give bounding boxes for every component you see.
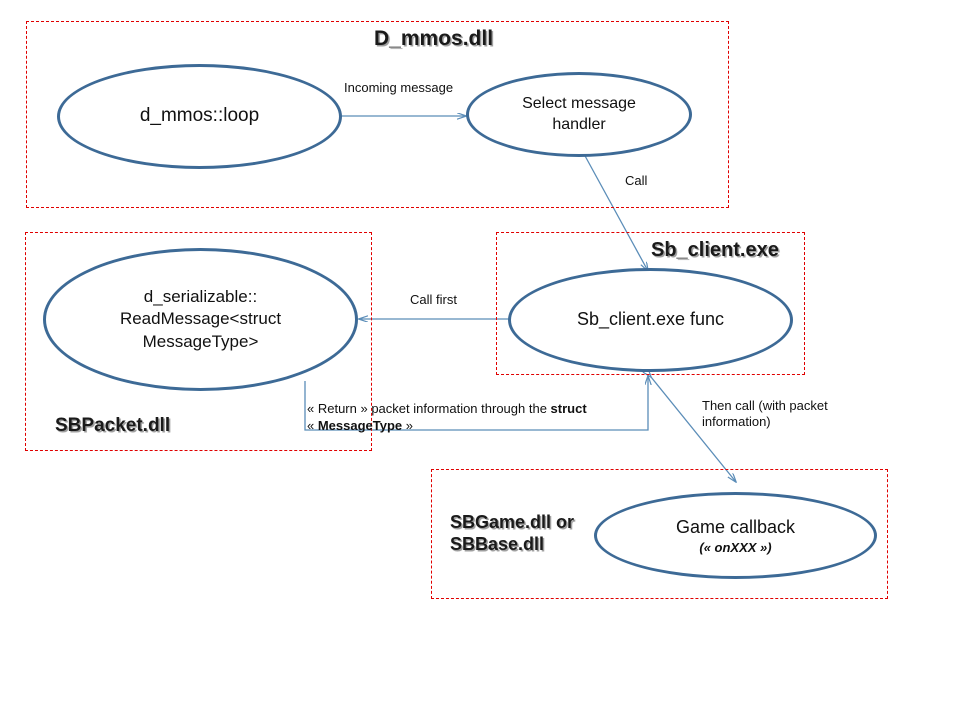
node-label-game-callback: Game callback (675, 516, 796, 537)
return-label-part3: » (402, 417, 413, 433)
module-box-sbgame (431, 469, 888, 599)
edge-label-call-first: Call first (410, 292, 457, 307)
edge-label-call: Call (625, 173, 648, 188)
module-box-sbpacket (25, 232, 372, 451)
module-title-sbgame: SBGame.dll or SBBase.dll (450, 512, 575, 554)
node-label-select-message-handler: Select message handler (522, 94, 636, 133)
module-title-d-mmos: D_mmos.dll (374, 27, 494, 50)
return-label-part1: « Return » packet information through th… (307, 401, 551, 417)
node-game-callback[interactable]: Game callback (« onXXX ») (594, 492, 877, 579)
module-box-d-mmos (26, 21, 729, 208)
module-title-sbpacket: SBPacket.dll (55, 415, 171, 436)
node-sublabel-game-callback: (« onXXX ») (699, 539, 772, 555)
node-d-mmos-loop[interactable]: d_mmos::loop (57, 64, 342, 169)
module-box-sbclient (496, 232, 805, 375)
node-label-sb-client-func: Sb_client.exe func (576, 309, 725, 330)
edge-label-then-call: Then call (with packet information) (702, 398, 828, 430)
return-label-bold1: struct (550, 401, 587, 417)
node-label-read-message: d_serializable:: ReadMessage<struct Mess… (119, 287, 282, 351)
return-label-bold2: MessageType (317, 417, 403, 433)
edge-label-incoming-message: Incoming message (344, 80, 454, 95)
node-select-message-handler[interactable]: Select message handler (466, 72, 692, 157)
node-read-message[interactable]: d_serializable:: ReadMessage<struct Mess… (43, 248, 358, 391)
module-title-sbclient: Sb_client.exe (651, 239, 779, 261)
edge-label-return-packet-info: « Return » packet information through th… (307, 385, 637, 434)
node-label-d-mmos-loop: d_mmos::loop (139, 105, 260, 127)
node-sb-client-func[interactable]: Sb_client.exe func (508, 268, 793, 372)
return-label-part2: « (307, 417, 318, 433)
